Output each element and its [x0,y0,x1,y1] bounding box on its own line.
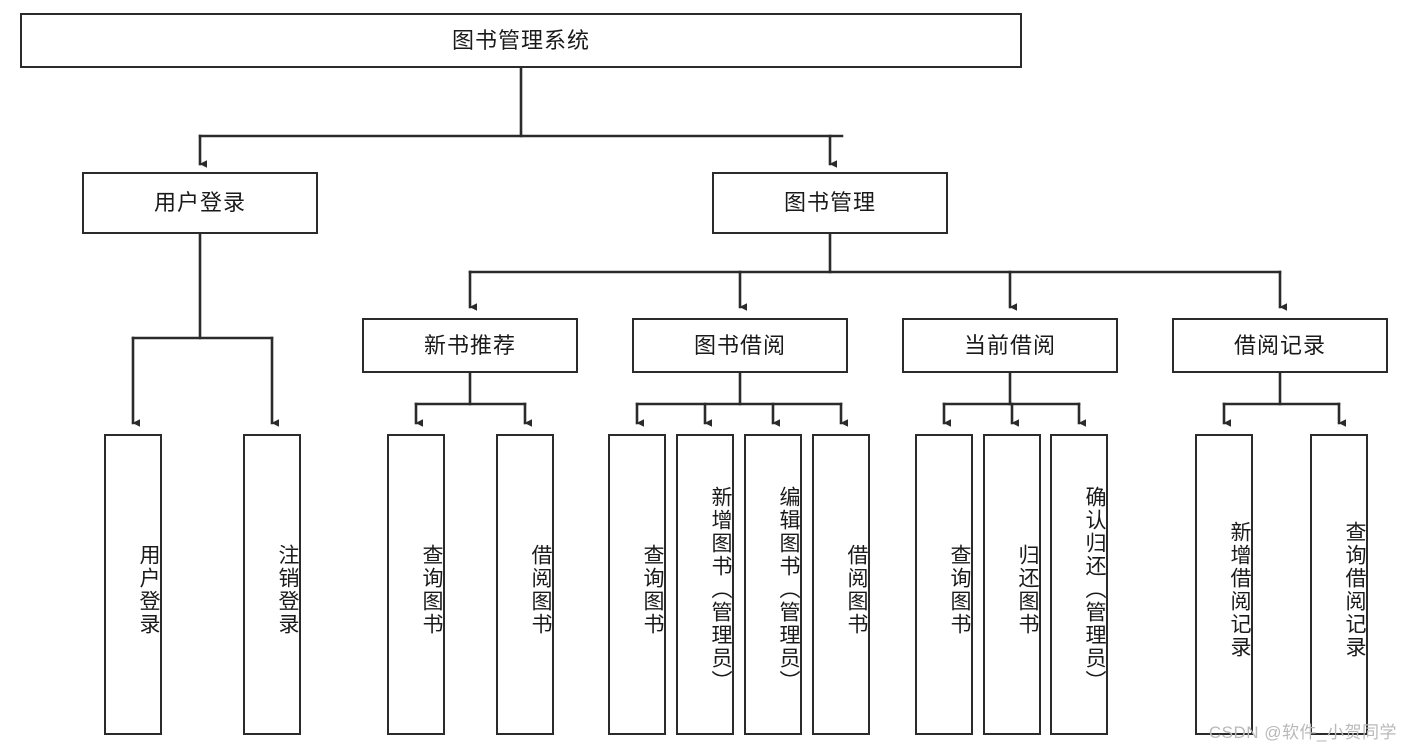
node-label: 用户登录 [137,543,160,636]
node-label: 借阅记录 [1233,332,1326,358]
leaf-confirm-return-admin[interactable]: 确认归还（管理员） [1050,434,1108,735]
leaf-query-book-borrow[interactable]: 查询图书 [608,434,666,735]
leaf-return-book[interactable]: 归还图书 [983,434,1041,735]
node-label: 新增图书（管理员） [709,486,732,693]
leaf-edit-book-admin[interactable]: 编辑图书（管理员） [744,434,802,735]
node-label: 查询图书 [641,543,664,636]
node-label: 新增借阅记录 [1228,520,1251,659]
node-label: 当前借阅 [963,332,1056,358]
node-label: 用户登录 [153,190,246,215]
node-label: 借阅图书 [529,543,552,636]
node-label: 查询借阅记录 [1343,520,1366,659]
leaf-add-borrow-record[interactable]: 新增借阅记录 [1195,434,1253,735]
node-label: 新书推荐 [423,332,516,358]
node-label: 借阅图书 [845,543,868,636]
leaf-query-borrow-record[interactable]: 查询借阅记录 [1310,434,1368,735]
node-label: 注销登录 [276,543,299,636]
node-label: 编辑图书（管理员） [777,486,800,693]
leaf-query-book-current[interactable]: 查询图书 [915,434,973,735]
leaf-logout[interactable]: 注销登录 [243,434,301,735]
node-label: 查询图书 [948,543,971,636]
node-label: 归还图书 [1016,543,1039,636]
leaf-add-book-admin[interactable]: 新增图书（管理员） [676,434,734,735]
node-user-login[interactable]: 用户登录 [82,172,318,234]
node-new-book-recommend[interactable]: 新书推荐 [362,318,578,373]
leaf-borrow-book[interactable]: 借阅图书 [812,434,870,735]
node-label: 图书管理系统 [451,27,590,53]
node-root-system[interactable]: 图书管理系统 [20,13,1022,68]
csdn-watermark: CSDN @软件_小贺同学 [1208,723,1397,742]
node-label: 图书管理 [783,190,876,215]
leaf-borrow-book-recommend[interactable]: 借阅图书 [496,434,554,735]
node-label: 确认归还（管理员） [1083,486,1106,693]
node-book-borrow[interactable]: 图书借阅 [632,318,848,373]
node-borrow-record[interactable]: 借阅记录 [1172,318,1388,373]
leaf-user-login[interactable]: 用户登录 [104,434,162,735]
node-label: 查询图书 [420,543,443,636]
leaf-query-book-recommend[interactable]: 查询图书 [387,434,445,735]
node-book-management[interactable]: 图书管理 [712,172,948,234]
node-current-borrow[interactable]: 当前借阅 [902,318,1118,373]
node-label: 图书借阅 [693,332,786,358]
